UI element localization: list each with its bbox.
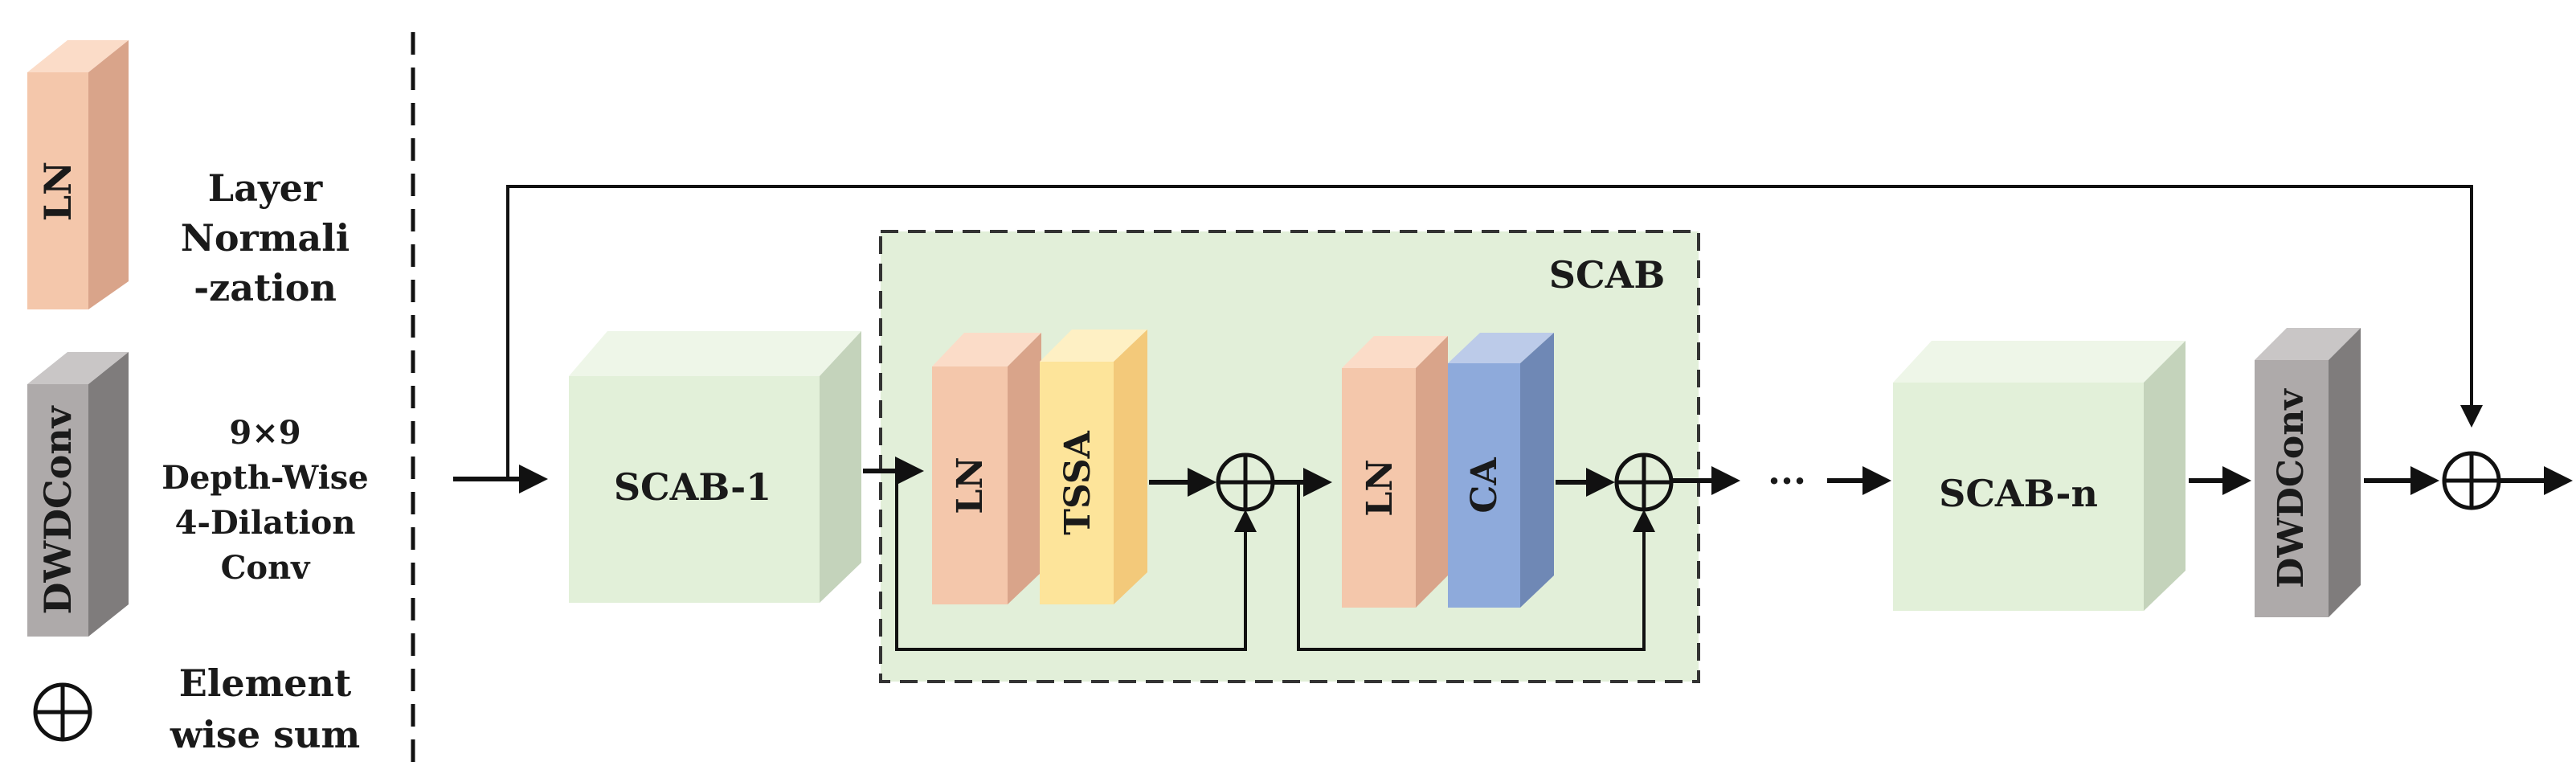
legend-dwdconv-desc-2: Depth-Wise — [162, 459, 368, 497]
legend-dwdconv-bar-label: DWDConv — [36, 405, 80, 614]
legend: LN Layer Normali -zation DWDConv 9×9 Dep… — [27, 40, 369, 756]
final-sum-icon — [2442, 451, 2501, 510]
ln2-block: LN — [1342, 336, 1448, 608]
legend-dwdconv-bar: DWDConv — [27, 352, 129, 637]
residual-connection-2 — [1297, 482, 1655, 651]
sum-2-icon — [1614, 452, 1674, 512]
legend-ln-bar-label: LN — [36, 162, 80, 221]
legend-sum-desc-2: wise sum — [170, 713, 360, 756]
ca-block: CA — [1448, 333, 1554, 608]
legend-ln-desc-1: Layer — [208, 166, 323, 210]
scab-n-block: SCAB-n — [1893, 341, 2186, 611]
scab-1-label: SCAB-1 — [614, 465, 771, 509]
ca-label: CA — [1464, 457, 1505, 514]
legend-ln-bar: LN — [27, 40, 129, 309]
legend-sum-desc-1: Element — [179, 661, 352, 705]
ellipsis: ··· — [1768, 459, 1806, 502]
scab-n-label: SCAB-n — [1939, 472, 2098, 515]
ln1-block: LN — [932, 333, 1041, 604]
legend-dwdconv-desc-1: 9×9 — [229, 414, 301, 452]
legend-ln-desc-2: Normali — [181, 216, 350, 260]
legend-dwdconv-desc-3: 4-Dilation — [175, 504, 356, 542]
scab-1-block: SCAB-1 — [569, 331, 861, 603]
dwdconv-label: DWDConv — [2271, 388, 2312, 588]
tssa-block: TSSA — [1040, 330, 1147, 604]
global-skip-connection — [506, 185, 2483, 479]
sum-1-icon — [1216, 452, 1275, 512]
scab-group-title: SCAB — [1549, 253, 1665, 297]
legend-dwdconv-desc-4: Conv — [221, 549, 312, 587]
residual-connection-1 — [895, 471, 1257, 651]
dwdconv-block: DWDConv — [2255, 328, 2361, 617]
ln2-label: LN — [1360, 459, 1400, 516]
tssa-label: TSSA — [1057, 430, 1098, 534]
ln1-label: LN — [950, 457, 991, 514]
legend-sum-icon — [33, 682, 92, 742]
legend-ln-desc-3: -zation — [194, 266, 337, 309]
